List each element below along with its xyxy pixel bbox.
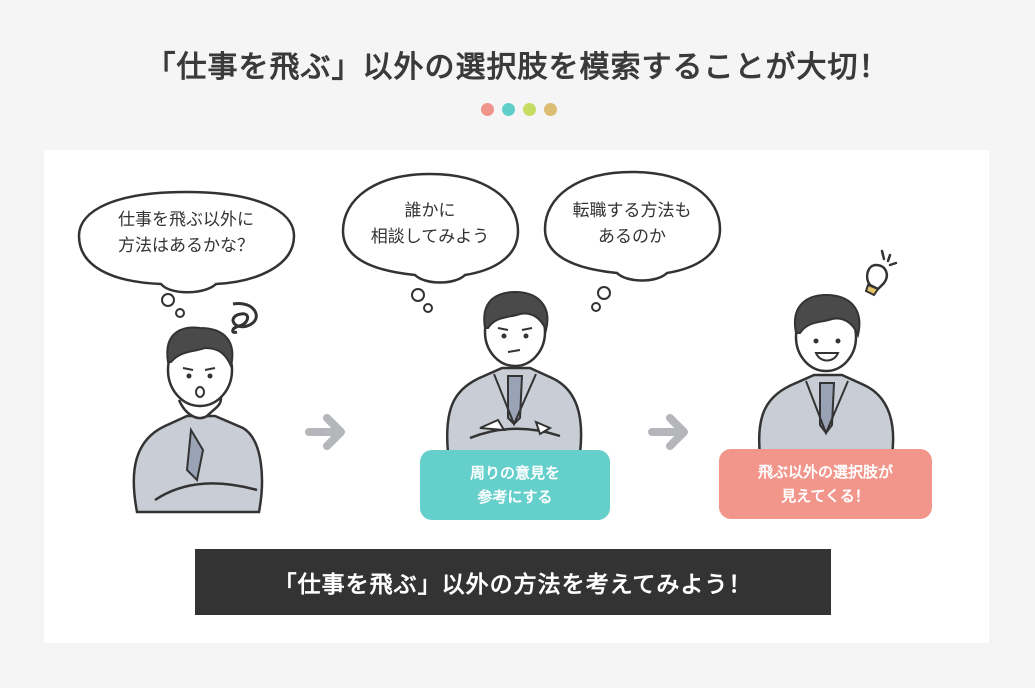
dot-pink	[481, 103, 494, 116]
confused-swirl-icon	[231, 302, 258, 334]
dot-teal	[502, 103, 515, 116]
dot-lime	[523, 103, 536, 116]
page-title: 「仕事を飛ぶ」以外の選択肢を模索することが大切！	[145, 50, 890, 85]
worried-businessman	[132, 302, 264, 514]
dot-gold	[544, 103, 557, 116]
bubble-text-3: 転職する方法も あるのか	[572, 201, 692, 247]
bubble-text-1: 仕事を飛ぶ以外に 方法はあるかな？	[118, 210, 254, 256]
step-label-options: 飛ぶ以外の選択肢が 見えてくる！	[719, 449, 932, 519]
bubble-text-2: 誰かに 相談してみよう	[370, 201, 490, 247]
arrow-right-icon	[648, 414, 688, 450]
conclusion-banner: 「仕事を飛ぶ」以外の方法を考えてみよう！	[195, 549, 831, 615]
smiling-businessman	[757, 249, 898, 455]
thought-bubble-2: 誰かに 相談してみよう	[340, 171, 520, 313]
step-label-consult: 周りの意見を 参考にする	[420, 450, 610, 520]
thought-bubble-1: 仕事を飛ぶ以外に 方法はあるかな？	[76, 188, 296, 318]
lightbulb-icon	[864, 249, 898, 297]
thought-bubble-shape	[77, 190, 296, 318]
thought-bubble-3: 転職する方法も あるのか	[542, 169, 722, 312]
arrow-right-icon	[305, 414, 345, 450]
thinking-businessman-arms-crossed	[445, 290, 583, 453]
decorative-dots	[481, 103, 557, 116]
thought-bubble-shape	[543, 170, 722, 312]
thought-bubble-shape	[341, 172, 520, 313]
